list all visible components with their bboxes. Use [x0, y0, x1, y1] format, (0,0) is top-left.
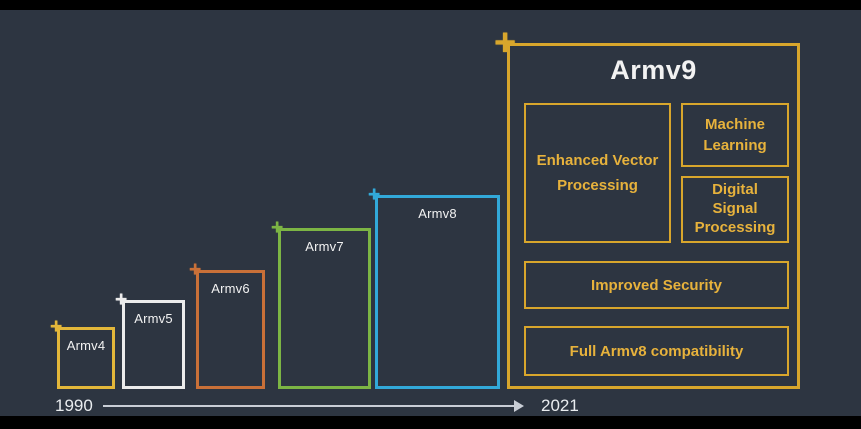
armv9-title: Armv9	[610, 55, 697, 85]
bar-armv7: + Armv7	[271, 217, 371, 389]
timeline-start-year: 1990	[55, 396, 93, 415]
bar-label-armv6: Armv6	[211, 281, 250, 296]
bar-armv5: + Armv5	[115, 289, 185, 389]
bar-armv4: + Armv4	[50, 316, 115, 389]
bar-label-armv5: Armv5	[134, 311, 173, 326]
plus-icon: +	[271, 216, 284, 239]
armv9-box: + Armv9 Enhanced Vector Processing Machi…	[494, 24, 800, 389]
feature-enhanced-vector-processing: Enhanced Vector Processing	[524, 103, 671, 243]
bar-armv8: + Armv8	[368, 184, 500, 389]
letterbox-top	[0, 0, 861, 10]
timeline-end-year: 2021	[541, 396, 579, 415]
feature-full-armv8-compatibility: Full Armv8 compatibility	[524, 326, 789, 376]
timeline-arrow-line	[103, 405, 515, 407]
feature-improved-security: Improved Security	[524, 261, 789, 309]
timeline-arrow-head-icon	[514, 400, 524, 412]
feature-machine-learning: Machine Learning	[681, 103, 789, 167]
bar-label-armv7: Armv7	[305, 239, 344, 254]
plus-icon: +	[50, 315, 63, 338]
plus-icon: +	[368, 183, 381, 206]
plus-icon: +	[494, 22, 517, 64]
feature-digital-signal-processing: Digital Signal Processing	[681, 176, 789, 243]
bar-armv6: + Armv6	[189, 259, 265, 389]
plus-icon: +	[189, 258, 202, 281]
bar-label-armv4: Armv4	[66, 338, 106, 353]
bar-label-armv8: Armv8	[418, 206, 457, 221]
plus-icon: +	[115, 288, 128, 311]
letterbox-bottom	[0, 416, 861, 429]
